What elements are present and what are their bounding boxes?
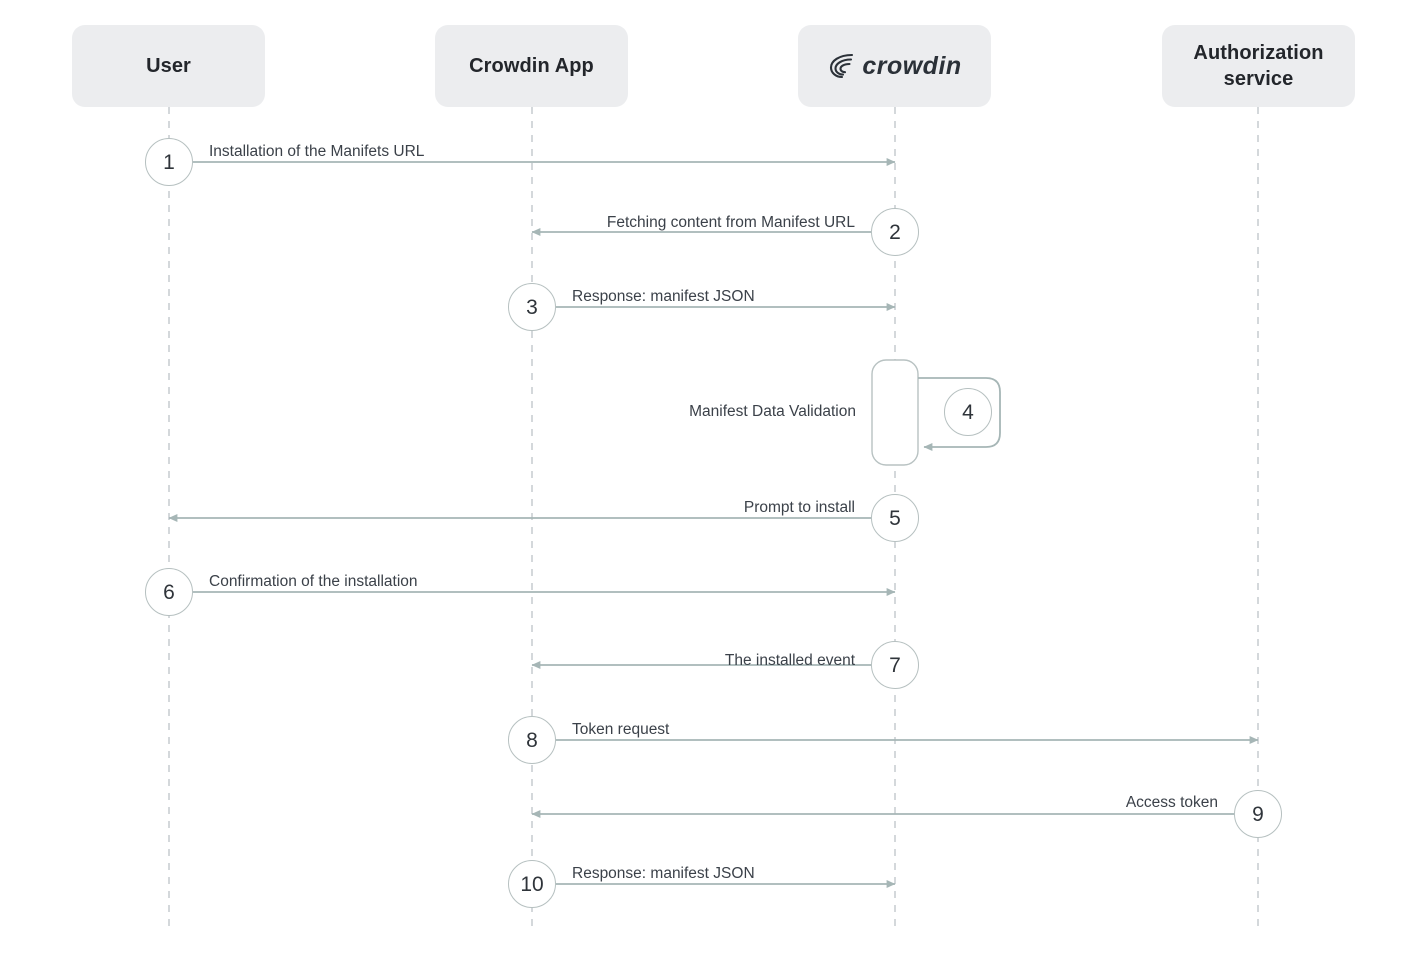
message-arrows-group xyxy=(168,158,1259,888)
message-label-10: Response: manifest JSON xyxy=(572,865,755,882)
step-badge-6[interactable]: 6 xyxy=(145,568,193,616)
step-badge-5[interactable]: 5 xyxy=(871,494,919,542)
message-arrow-4 xyxy=(918,377,1001,451)
actor-label-authorization-service: Authorization service xyxy=(1193,41,1324,90)
message-label-2: Fetching content from Manifest URL xyxy=(606,214,855,231)
message-label-5: Prompt to install xyxy=(743,499,855,516)
step-number: 8 xyxy=(526,728,538,752)
step-badge-10[interactable]: 10 xyxy=(508,860,556,908)
activation-box-crowdin xyxy=(871,359,919,466)
step-badge-1[interactable]: 1 xyxy=(145,138,193,186)
message-label-1: Installation of the Manifets URL xyxy=(209,143,425,160)
step-badge-9[interactable]: 9 xyxy=(1234,790,1282,838)
actor-box-crowdin-app[interactable]: Crowdin App xyxy=(435,25,628,107)
actor-box-crowdin[interactable]: crowdin xyxy=(798,25,991,107)
crowdin-swoosh-icon xyxy=(827,52,857,80)
step-number: 3 xyxy=(526,295,538,319)
step-number: 2 xyxy=(889,220,901,244)
activation-box-group xyxy=(871,359,919,466)
actor-box-user[interactable]: User xyxy=(72,25,265,107)
step-badge-8[interactable]: 8 xyxy=(508,716,556,764)
actor-label-user: User xyxy=(146,54,191,77)
step-number: 5 xyxy=(889,506,901,530)
message-label-4: Manifest Data Validation xyxy=(689,403,856,420)
message-label-7: The installed event xyxy=(724,652,855,669)
step-badge-7[interactable]: 7 xyxy=(871,641,919,689)
step-number: 4 xyxy=(962,400,974,424)
step-badge-3[interactable]: 3 xyxy=(508,283,556,331)
actor-label-crowdin-app: Crowdin App xyxy=(469,54,594,77)
actor-box-authorization-service[interactable]: Authorization service xyxy=(1162,25,1355,107)
step-number: 7 xyxy=(889,653,901,677)
step-number: 6 xyxy=(163,580,175,604)
crowdin-wordmark: crowdin xyxy=(862,51,962,80)
message-label-9: Access token xyxy=(1125,794,1218,811)
step-badge-4[interactable]: 4 xyxy=(944,388,992,436)
message-label-6: Confirmation of the installation xyxy=(209,573,418,590)
step-number: 9 xyxy=(1252,802,1264,826)
step-badge-2[interactable]: 2 xyxy=(871,208,919,256)
message-label-8: Token request xyxy=(572,721,670,738)
crowdin-logo: crowdin xyxy=(827,52,961,81)
message-label-3: Response: manifest JSON xyxy=(572,288,755,305)
step-number: 1 xyxy=(163,150,175,174)
step-number: 10 xyxy=(520,872,544,896)
